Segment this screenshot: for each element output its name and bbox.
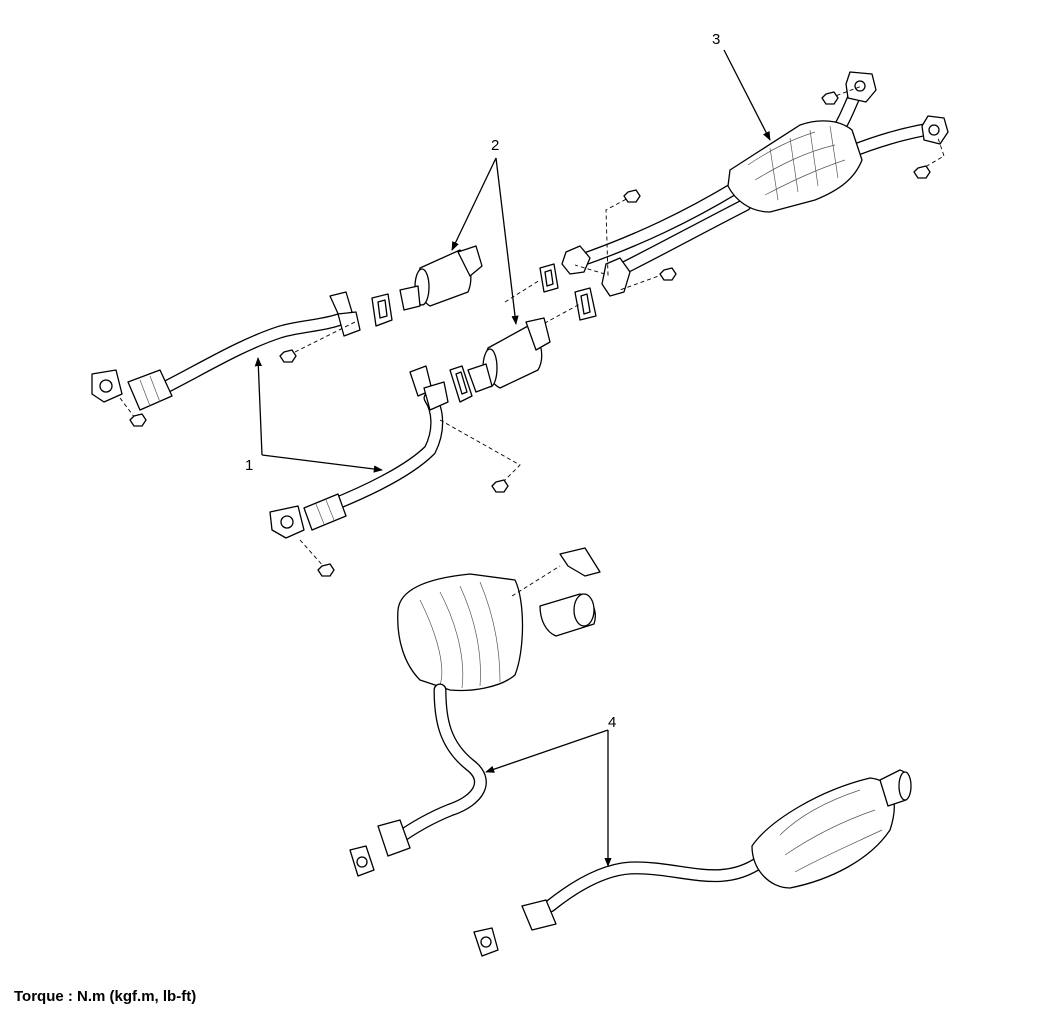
callout-4: 4 <box>608 714 616 731</box>
callout-3: 3 <box>712 31 720 48</box>
gaskets-upper <box>371 263 597 403</box>
front-pipe-lower <box>269 365 521 577</box>
front-pipe-upper <box>91 291 361 427</box>
catalytic-converter-upper <box>399 245 483 311</box>
callout-1: 1 <box>245 457 253 474</box>
callout-leaders <box>254 49 771 867</box>
catalytic-converter-lower <box>467 317 551 393</box>
torque-note: Torque : N.m (kgf.m, lb-ft) <box>14 988 197 1005</box>
center-muffler-assembly <box>561 71 949 297</box>
main-muffler-right <box>473 769 912 957</box>
callout-2: 2 <box>491 137 499 154</box>
main-muffler-left <box>349 547 601 877</box>
